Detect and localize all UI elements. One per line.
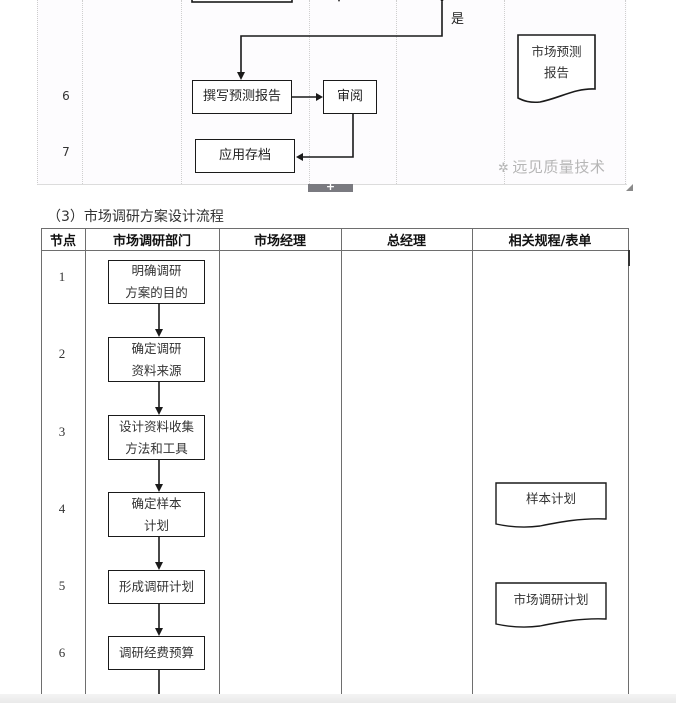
node-number: 5 xyxy=(58,578,66,593)
table-column-line xyxy=(85,228,86,703)
page-bottom-edge xyxy=(0,694,676,703)
header-research-dept: 市场调研部门 xyxy=(112,234,191,249)
watermark-text: 远见质量技术 xyxy=(512,158,606,176)
lane-divider xyxy=(181,0,182,184)
arrowhead xyxy=(155,628,163,636)
process-box-label: 设计资料收集 xyxy=(118,418,194,434)
document-label: 样本计划 xyxy=(525,491,576,506)
table-column-line xyxy=(41,228,42,703)
document-shape xyxy=(517,34,596,104)
process-box-label: 方案的目的 xyxy=(125,285,188,300)
lane-divider xyxy=(82,0,83,184)
arrowhead xyxy=(155,329,163,337)
document-label: 市场预测 报告 xyxy=(518,41,595,83)
yes-label: 是 xyxy=(451,12,465,27)
process-box-label: 应用存档 xyxy=(218,148,271,163)
watermark: ✲远见质量技术 xyxy=(498,156,605,177)
table-border-top xyxy=(41,228,629,229)
process-box-label: 审阅 xyxy=(336,89,363,104)
process-box-label: 确定样本 xyxy=(131,495,182,511)
document-label-line: 报告 xyxy=(543,65,569,80)
process-box-label: 调研经费预算 xyxy=(118,645,194,660)
wechat-icon: ✲ xyxy=(498,161,510,176)
process-box-label: 撰写预测报告 xyxy=(202,89,281,104)
header-node: 节点 xyxy=(49,234,76,249)
process-box-label: 方法和工具 xyxy=(125,440,188,456)
node-number: 2 xyxy=(58,346,66,361)
arrowhead xyxy=(155,484,163,492)
table-column-line xyxy=(219,228,220,703)
horizontal-scroll-handle[interactable]: + xyxy=(308,180,353,193)
process-box-label: 形成调研计划 xyxy=(118,579,194,594)
lane-divider xyxy=(309,0,310,184)
yes-branch-connector xyxy=(240,2,443,74)
arrowhead xyxy=(296,153,303,161)
arrowhead xyxy=(316,93,323,101)
document-shape xyxy=(495,582,607,628)
arrowhead xyxy=(338,0,340,2)
process-box-label: 计划 xyxy=(143,517,169,533)
document-shape-sample-plan: 样本计划 xyxy=(496,489,606,509)
top-connectors xyxy=(191,0,596,161)
node-number: 4 xyxy=(58,501,66,516)
arrowhead xyxy=(155,407,163,415)
header-related-forms: 相关规程/表单 xyxy=(508,234,592,249)
header-marketing-manager: 市场经理 xyxy=(253,234,306,249)
table-column-line xyxy=(472,228,473,703)
table-column-line xyxy=(628,228,629,703)
process-box: 确定调研资料来源 xyxy=(108,337,205,382)
plus-icon: + xyxy=(325,180,336,193)
arrowhead xyxy=(237,72,245,80)
process-box: 形成调研计划 xyxy=(108,570,205,604)
node-number: 6 xyxy=(62,89,70,103)
node-number: 6 xyxy=(58,645,66,660)
node-number: 3 xyxy=(58,424,66,439)
previous-step-box xyxy=(191,0,293,3)
header-general-manager: 总经理 xyxy=(386,234,426,249)
connector xyxy=(302,113,354,158)
resize-grip-icon[interactable] xyxy=(626,184,633,191)
document-label: 市场调研计划 xyxy=(513,592,589,607)
process-box: 确定样本计划 xyxy=(108,492,205,537)
section-title: （3）市场调研方案设计流程 xyxy=(47,209,224,225)
process-box-write-report: 撰写预测报告 xyxy=(192,80,292,114)
document-shape xyxy=(495,482,607,528)
process-box: 设计资料收集方法和工具 xyxy=(108,415,205,460)
arrowhead xyxy=(155,562,163,570)
node-number: 7 xyxy=(62,145,70,159)
process-box-review: 审阅 xyxy=(323,80,377,114)
text-cursor xyxy=(628,250,630,266)
lane-divider xyxy=(625,0,626,184)
process-box-label: 确定调研 xyxy=(131,340,182,356)
document-shape-research-plan: 市场调研计划 xyxy=(496,590,606,610)
process-box: 明确调研方案的目的 xyxy=(108,260,205,304)
lane-divider xyxy=(396,0,397,184)
process-box-label: 资料来源 xyxy=(131,362,182,378)
table-header-divider xyxy=(41,250,629,251)
process-box-archive: 应用存档 xyxy=(195,139,295,173)
arrowhead xyxy=(440,0,444,3)
process-box-label: 明确调研 xyxy=(131,263,182,278)
process-box: 调研经费预算 xyxy=(108,636,205,670)
table-column-line xyxy=(341,228,342,703)
lane-divider xyxy=(504,0,505,184)
document-label-line: 市场预测 xyxy=(531,44,582,59)
node-number: 1 xyxy=(58,269,66,284)
